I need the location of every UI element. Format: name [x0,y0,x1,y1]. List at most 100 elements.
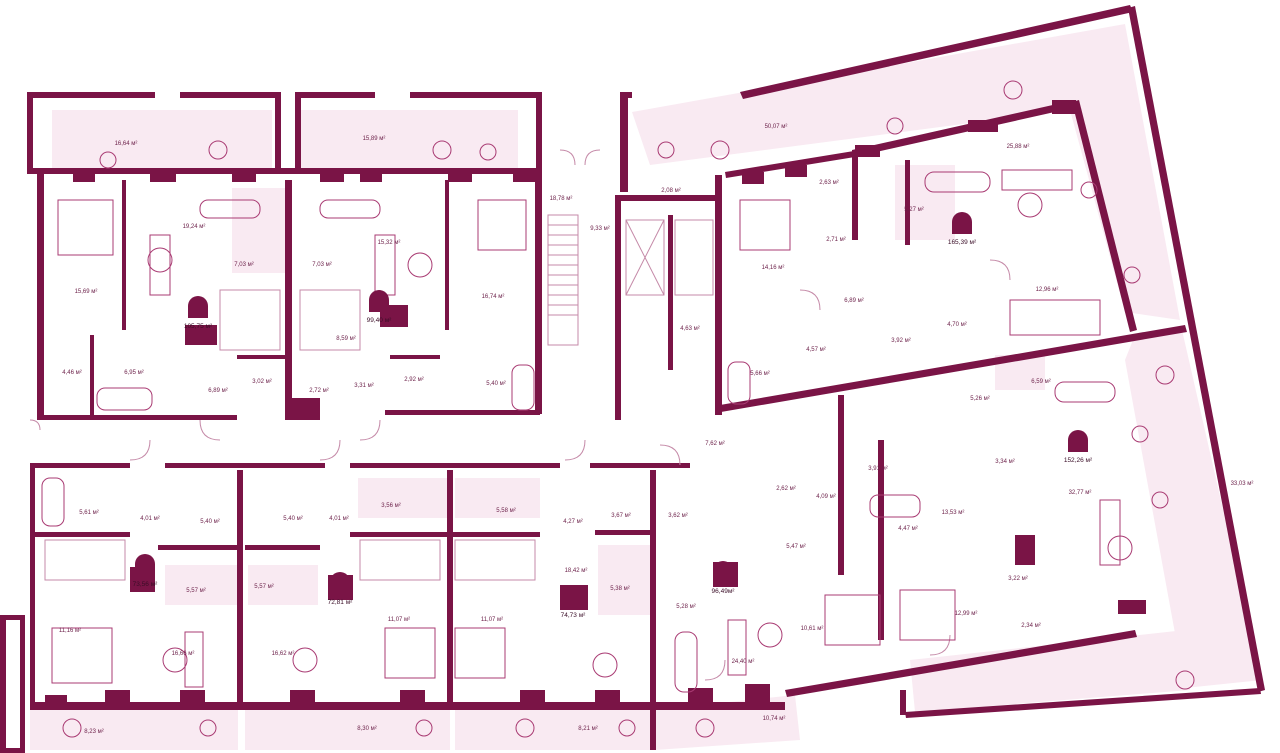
room-area-label: 5,27 м² [904,207,923,213]
wall [725,150,861,178]
unit-area-label: 73,56 м² [133,581,159,588]
room-area-label: 3,34 м² [995,459,1014,465]
room-area-label: 11,16 м² [59,628,81,634]
unit-labels: 105,75 м² 99,40 м² 165,39 м² 152,26 м² 7… [133,239,1093,619]
room-area-label: 5,66 м² [750,371,769,377]
terrace-right [632,24,1180,320]
wall [27,92,33,172]
wall [237,470,243,708]
room-area-label: 50,07 м² [765,124,788,130]
wall [590,463,690,468]
wall [6,620,20,748]
wall [410,92,540,98]
room-area-label: 25,88 м² [1007,144,1030,150]
room-area-label: 12,99 м² [955,611,978,617]
wall [1015,535,1035,565]
chair-icon [208,140,228,160]
plant-icon [415,719,433,737]
sofa-icon [727,619,747,676]
wall [237,355,287,359]
bathtub-icon [41,477,65,527]
wall [295,92,301,172]
chair-icon [432,140,452,160]
room-area-label: 2,71 м² [826,237,845,243]
bed-icon [1009,299,1101,336]
unit-area-label: 72,81 м² [328,599,354,606]
wall [785,165,807,177]
table-icon [1054,381,1116,403]
wall [595,690,620,708]
terrace-right-lower [1125,330,1262,688]
wall [232,172,256,182]
room-area-label: 15,69 м² [75,289,98,295]
wall [595,530,655,535]
room-area-label: 9,33 м² [590,226,609,232]
wall [513,172,538,182]
room-area-label: 33,03 м² [1231,481,1254,487]
room-area-label: 7,03 м² [234,262,253,268]
rug-icon [292,647,318,673]
wall [285,398,320,420]
room-area-label: 5,28 м² [676,604,695,610]
wall [715,175,722,415]
room-area-label: 5,40 м² [283,516,302,522]
wall [900,690,906,715]
wall [745,684,770,702]
wall [785,630,1137,697]
wall [165,463,325,468]
room-area-label: 5,38 м² [610,586,629,592]
room-area-label: 3,31 м² [354,383,373,389]
room-area-label: 3,56 м² [381,503,400,509]
kitchen-tile-1 [232,188,287,273]
wall [122,180,126,330]
balcony-bottom-3 [455,710,650,750]
walls [0,5,1265,753]
wall [668,215,673,370]
wall [878,440,884,640]
kitchen-tile-6 [598,545,653,615]
room-area-label: 6,59 м² [1031,379,1050,385]
bed-icon [899,589,956,641]
room-area-label: 3,92 м² [891,338,910,344]
wall [320,172,344,182]
bathtub-icon [96,387,153,411]
kitchen-tile-4 [165,565,240,605]
wall [390,355,440,359]
table-icon [924,171,991,193]
wall [30,532,130,537]
room-area-label: 3,62 м² [668,513,687,519]
plant-icon [479,143,497,161]
table-icon [319,199,381,219]
room-area-label: 8,30 м² [357,726,376,732]
room-area-label: 4,01 м² [140,516,159,522]
balcony-top-mid [300,110,518,168]
bathtub-icon [869,494,921,518]
rug-icon [1107,535,1133,561]
bathtub-icon [727,361,751,405]
room-area-label: 14,16 м² [762,265,785,271]
room-area-label: 16,74 м² [482,294,505,300]
unit-badge-icon [135,554,155,576]
room-area-label: 11,07 м² [481,617,503,623]
sofa-icon [184,631,204,688]
room-area-label: 15,32 м² [378,240,401,246]
wall [620,92,632,98]
unit-area-label: 152,26 м² [1064,457,1093,464]
wall [447,470,453,708]
wall [27,168,542,174]
wet-tile-2 [455,478,540,518]
wall [720,325,1187,412]
room-area-label: 11,07 м² [388,617,410,623]
wall [45,695,67,707]
room-area-label: 10,74 м² [763,716,786,722]
wall [1052,100,1076,114]
plant-icon [199,719,217,737]
wall [360,172,382,182]
partitions [29,149,1011,681]
room-area-label: 16,64 м² [115,141,138,147]
unit-badges [135,212,1088,607]
room-area-label: 7,03 м² [312,262,331,268]
chair-icon [1175,670,1195,690]
plant-icon [618,719,636,737]
